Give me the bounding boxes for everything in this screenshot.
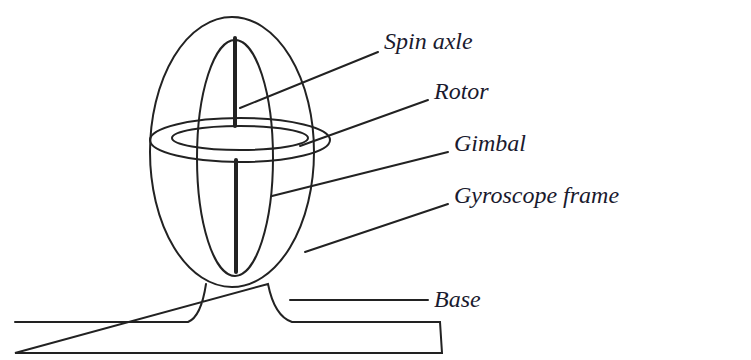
gyroscope-frame — [150, 17, 314, 287]
rotor-inner — [172, 126, 308, 150]
rotor-outer — [150, 118, 330, 162]
part-label: Spin axle — [384, 28, 473, 54]
spin-axle-bottom — [234, 160, 238, 272]
leader-line — [272, 152, 448, 196]
leader-line — [290, 299, 428, 301]
leader-line — [300, 100, 428, 146]
leader-line — [305, 204, 448, 252]
part-label: Rotor — [434, 78, 489, 104]
leader-line — [240, 52, 378, 108]
part-label: Gimbal — [454, 130, 526, 156]
part-label: Base — [434, 286, 481, 312]
part-label: Gyroscope frame — [454, 182, 619, 208]
spin-axle-top — [233, 38, 237, 126]
base-plate — [15, 284, 442, 353]
